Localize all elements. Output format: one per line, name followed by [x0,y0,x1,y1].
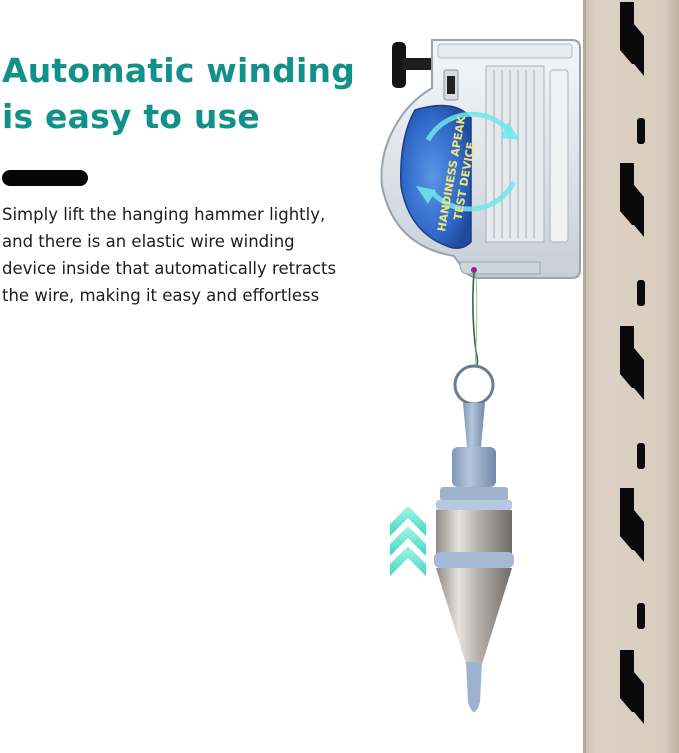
headline-line-1: Automatic winding [2,51,356,90]
plumb-wire [472,271,479,371]
description-line-1: Simply lift the hanging hammer lightly, [2,205,326,224]
up-chevron-arrows-icon [390,506,426,576]
description-text: Simply lift the hanging hammer lightly, … [2,201,392,309]
divider-bar [2,170,88,186]
winding-device [380,39,581,279]
plumb-bob [434,364,514,712]
description-line-4: the wire, making it easy and effortless [2,286,320,305]
wall-rail [583,0,679,753]
headline-line-2: is easy to use [2,97,260,136]
rail-slots [620,2,645,724]
headline: Automatic winding is easy to use [2,48,355,140]
description-line-2: and there is an elastic wire winding [2,232,295,251]
description-line-3: device inside that automatically retract… [2,259,337,278]
rotation-arrows-icon [425,111,517,212]
